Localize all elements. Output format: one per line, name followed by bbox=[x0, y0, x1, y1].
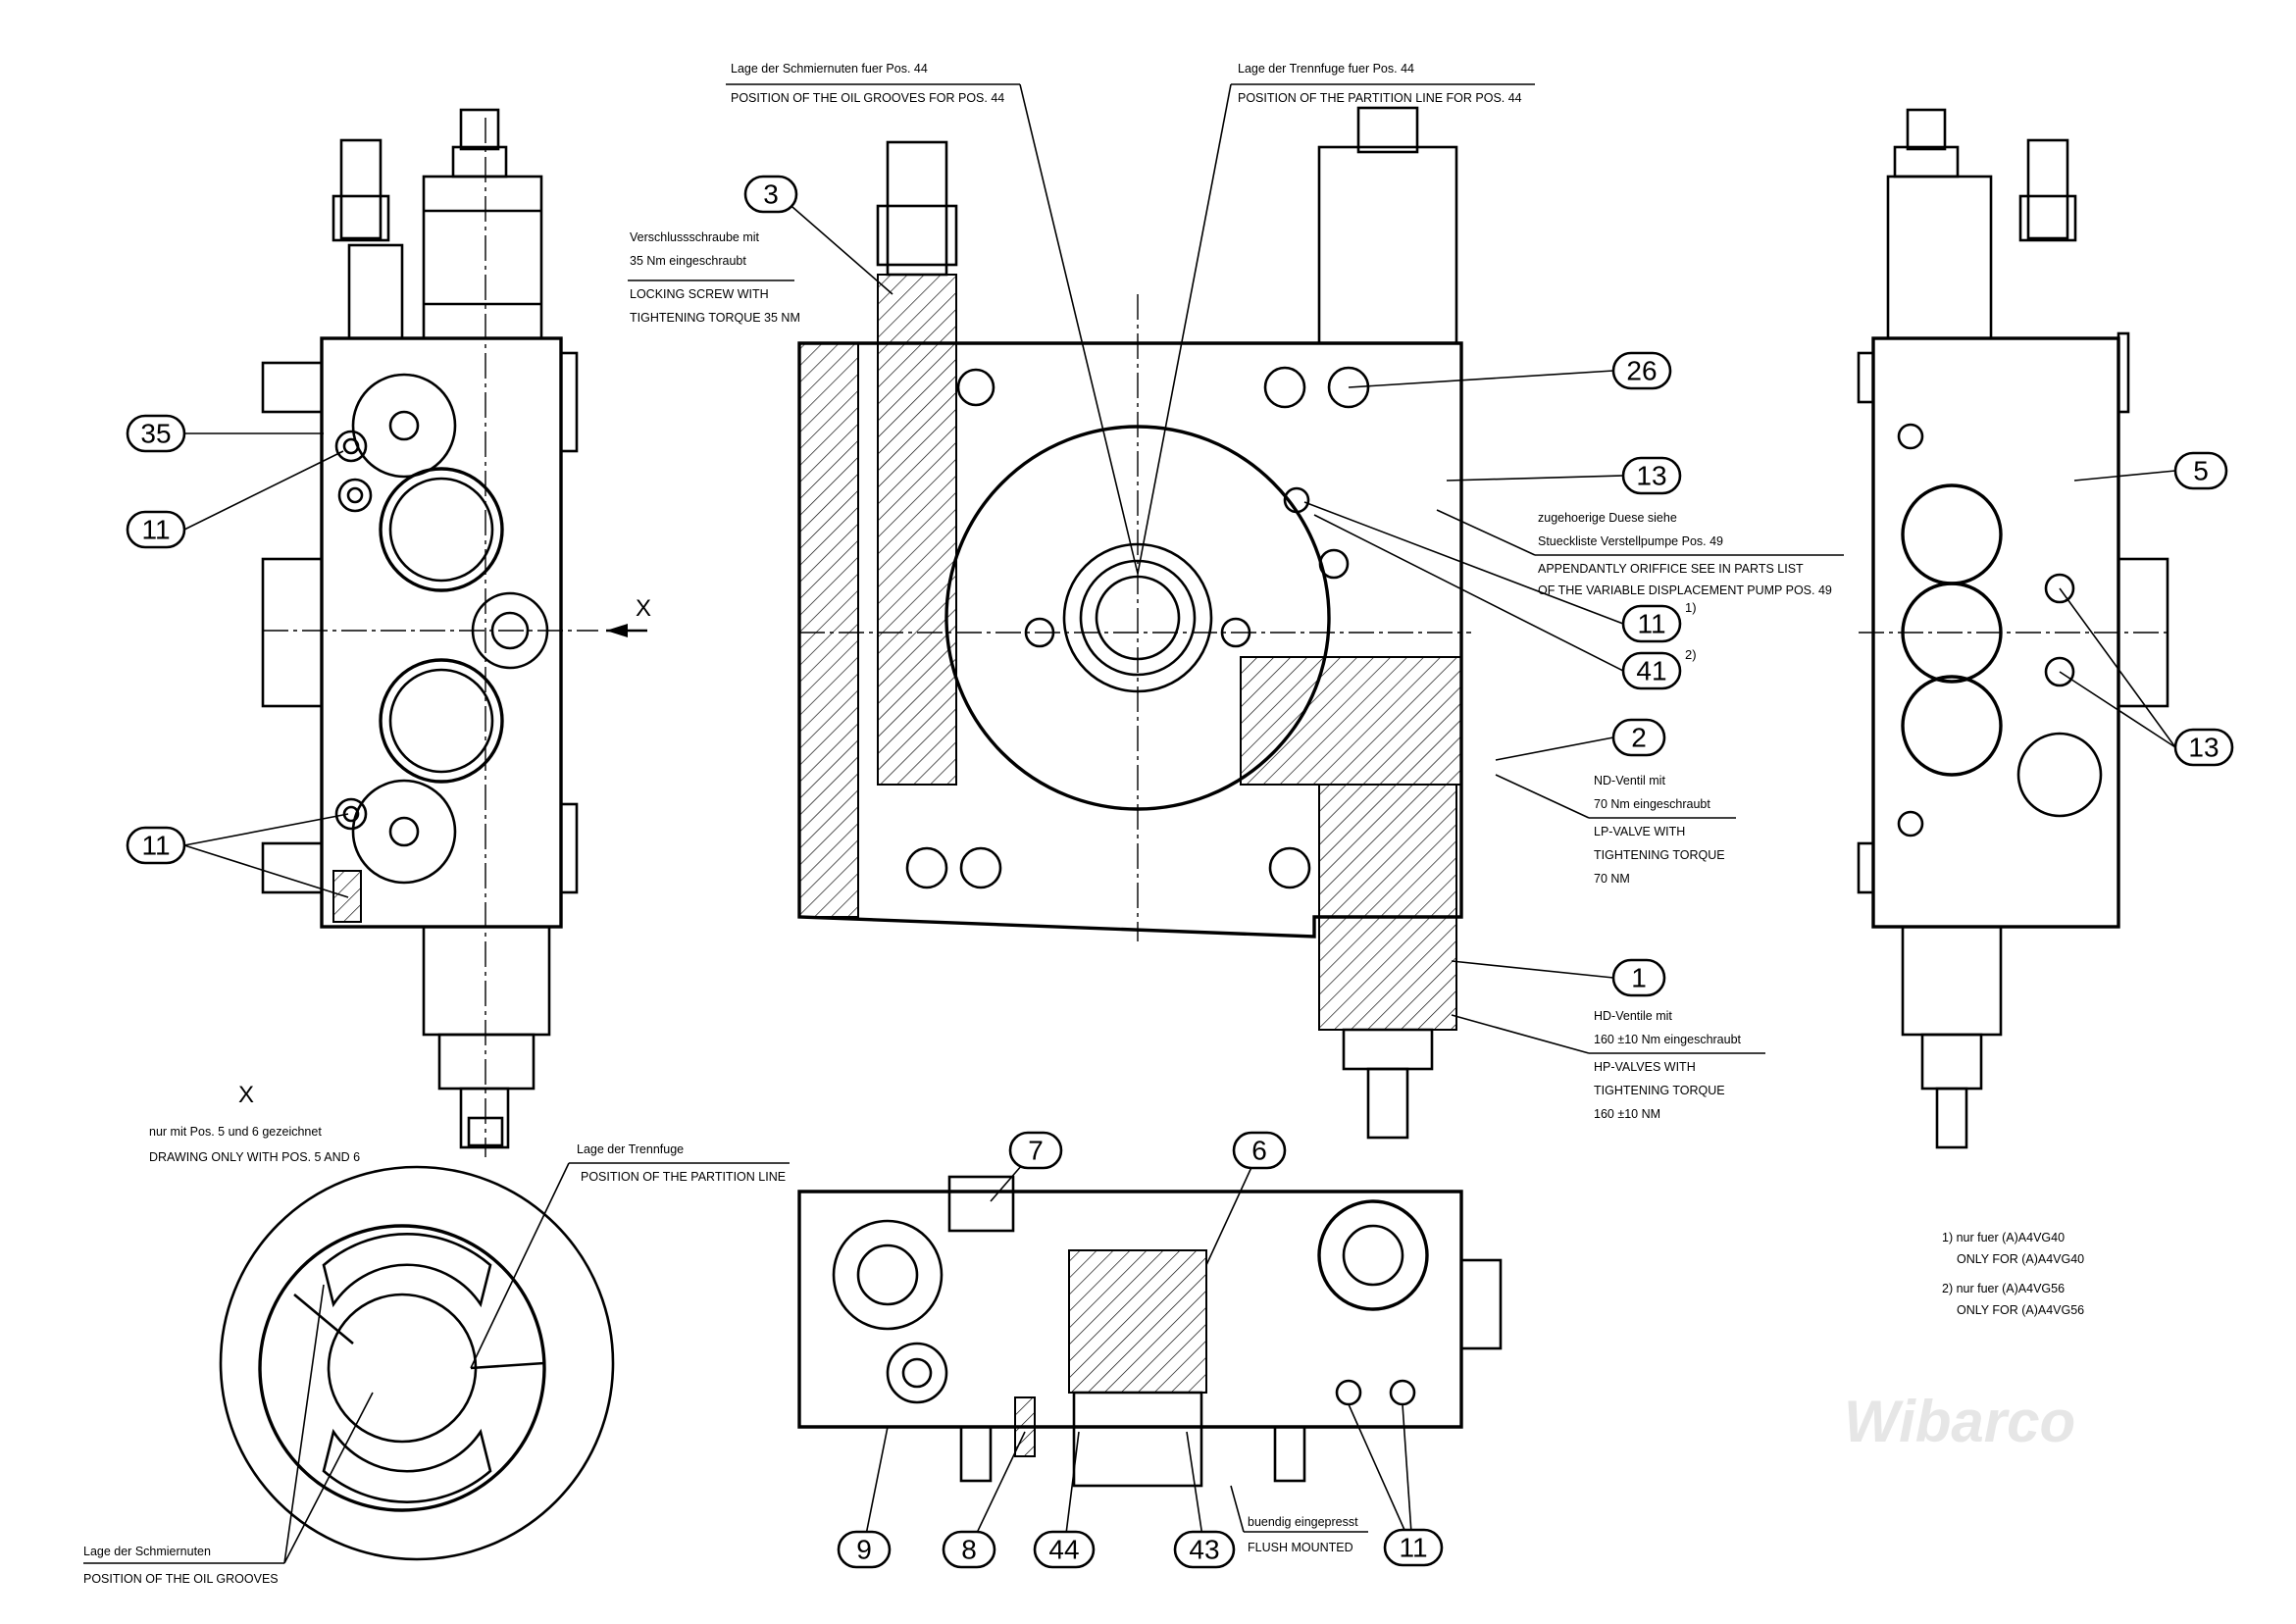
note-hp-valves-en2: TIGHTENING TORQUE bbox=[1594, 1084, 1725, 1097]
note-view-x-de: nur mit Pos. 5 und 6 gezeichnet bbox=[149, 1125, 322, 1139]
svg-text:44: 44 bbox=[1048, 1535, 1079, 1565]
svg-text:7: 7 bbox=[1028, 1136, 1044, 1166]
svg-text:6: 6 bbox=[1251, 1136, 1267, 1166]
annotation-notes: Lage der Schmiernuten fuer Pos. 44 POSIT… bbox=[83, 62, 2084, 1586]
svg-text:8: 8 bbox=[961, 1535, 977, 1565]
callout-3: 3 bbox=[743, 175, 798, 214]
svg-text:11: 11 bbox=[141, 515, 170, 545]
callout-44: 44 bbox=[1033, 1530, 1096, 1569]
note-partition-x-de: Lage der Trennfuge bbox=[577, 1142, 684, 1156]
callout-11b: 11 bbox=[126, 826, 186, 865]
watermark: Wibarco bbox=[1844, 1389, 2075, 1454]
note-oil-grooves-top-en: POSITION OF THE OIL GROOVES FOR POS. 44 bbox=[731, 91, 1004, 105]
svg-text:5: 5 bbox=[2193, 456, 2209, 486]
callout-13b: 13 bbox=[2173, 728, 2234, 767]
svg-text:41: 41 bbox=[1636, 656, 1666, 686]
svg-text:13: 13 bbox=[1636, 461, 1666, 491]
note-orifice-en2: OF THE VARIABLE DISPLACEMENT PUMP POS. 4… bbox=[1538, 584, 1832, 597]
callout-6: 6 bbox=[1232, 1131, 1287, 1170]
svg-text:26: 26 bbox=[1626, 356, 1657, 386]
note-hp-valves-de1: HD-Ventile mit bbox=[1594, 1009, 1672, 1023]
svg-text:11: 11 bbox=[141, 831, 170, 861]
callout-41: 41 2) bbox=[1621, 647, 1697, 690]
note-hp-valves-de2: 160 ±10 Nm eingeschraubt bbox=[1594, 1033, 1742, 1046]
note-locking-screw-en1: LOCKING SCREW WITH bbox=[630, 287, 769, 301]
center-section-view bbox=[797, 106, 1471, 1140]
note-hp-valves-en1: HP-VALVES WITH bbox=[1594, 1060, 1696, 1074]
callout-1: 1 bbox=[1611, 958, 1666, 997]
view-x-detail bbox=[219, 1165, 615, 1561]
bottom-view bbox=[797, 1175, 1503, 1488]
callout-26: 26 bbox=[1611, 351, 1672, 390]
leader-lines bbox=[83, 83, 2176, 1564]
footnote-2-en: ONLY FOR (A)A4VG56 bbox=[1957, 1303, 2084, 1317]
footnote-2-de: 2) nur fuer (A)A4VG56 bbox=[1942, 1282, 2065, 1295]
svg-text:1: 1 bbox=[1631, 963, 1647, 993]
svg-text:3: 3 bbox=[763, 179, 779, 210]
callout-7: 7 bbox=[1008, 1131, 1063, 1170]
note-partition-top-en: POSITION OF THE PARTITION LINE FOR POS. … bbox=[1238, 91, 1522, 105]
left-side-view: X bbox=[261, 108, 651, 1157]
footnote-1-en: ONLY FOR (A)A4VG40 bbox=[1957, 1252, 2084, 1266]
svg-text:13: 13 bbox=[2188, 733, 2219, 763]
note-locking-screw-en2: TIGHTENING TORQUE 35 NM bbox=[630, 311, 800, 325]
callout-balloons: 35 11 11 3 26 13 111) 412) 2 1 5 13 7 6 … bbox=[126, 175, 2234, 1569]
note-orifice-en1: APPENDANTLY ORIFFICE SEE IN PARTS LIST bbox=[1538, 562, 1804, 576]
callout-35: 35 bbox=[126, 414, 186, 453]
note-view-x-en: DRAWING ONLY WITH POS. 5 AND 6 bbox=[149, 1150, 360, 1164]
note-lp-valve-de2: 70 Nm eingeschraubt bbox=[1594, 797, 1710, 811]
note-oil-grooves-x-de: Lage der Schmiernuten bbox=[83, 1545, 211, 1558]
view-x-arrow-label: X bbox=[636, 595, 651, 622]
note-oil-grooves-x-en: POSITION OF THE OIL GROOVES bbox=[83, 1572, 279, 1586]
callout-5: 5 bbox=[2173, 451, 2228, 490]
note-locking-screw-de2: 35 Nm eingeschraubt bbox=[630, 254, 746, 268]
note-lp-valve-en1: LP-VALVE WITH bbox=[1594, 825, 1685, 838]
svg-text:2): 2) bbox=[1685, 647, 1697, 662]
callout-8: 8 bbox=[942, 1530, 996, 1569]
note-flush-de: buendig eingepresst bbox=[1248, 1515, 1358, 1529]
svg-text:35: 35 bbox=[140, 419, 171, 449]
view-x-title: X bbox=[238, 1082, 254, 1108]
callout-2: 2 bbox=[1611, 718, 1666, 757]
svg-text:2: 2 bbox=[1631, 723, 1647, 753]
callout-13a: 13 bbox=[1621, 456, 1682, 495]
callout-43: 43 bbox=[1173, 1530, 1236, 1569]
svg-text:9: 9 bbox=[856, 1535, 872, 1565]
footnote-1-de: 1) nur fuer (A)A4VG40 bbox=[1942, 1231, 2065, 1244]
note-locking-screw-de1: Verschlussschraube mit bbox=[630, 230, 760, 244]
svg-text:11: 11 bbox=[1399, 1533, 1427, 1563]
svg-text:43: 43 bbox=[1189, 1535, 1219, 1565]
callout-9: 9 bbox=[837, 1530, 892, 1569]
svg-text:1): 1) bbox=[1685, 600, 1697, 615]
note-orifice-de1: zugehoerige Duese siehe bbox=[1538, 511, 1677, 525]
note-hp-valves-en3: 160 ±10 NM bbox=[1594, 1107, 1660, 1121]
note-partition-top-de: Lage der Trennfuge fuer Pos. 44 bbox=[1238, 62, 1414, 76]
note-orifice-de2: Stueckliste Verstellpumpe Pos. 49 bbox=[1538, 534, 1723, 548]
callout-11c: 11 1) bbox=[1621, 600, 1697, 643]
note-flush-en: FLUSH MOUNTED bbox=[1248, 1541, 1353, 1554]
note-oil-grooves-top-de: Lage der Schmiernuten fuer Pos. 44 bbox=[731, 62, 928, 76]
note-lp-valve-en2: TIGHTENING TORQUE bbox=[1594, 848, 1725, 862]
svg-text:11: 11 bbox=[1637, 609, 1665, 639]
note-lp-valve-en3: 70 NM bbox=[1594, 872, 1630, 886]
note-partition-x-en: POSITION OF THE PARTITION LINE bbox=[581, 1170, 786, 1184]
note-lp-valve-de1: ND-Ventil mit bbox=[1594, 774, 1665, 787]
callout-11d: 11 bbox=[1383, 1528, 1444, 1567]
right-side-view bbox=[1857, 108, 2172, 1149]
callout-11a: 11 bbox=[126, 510, 186, 549]
